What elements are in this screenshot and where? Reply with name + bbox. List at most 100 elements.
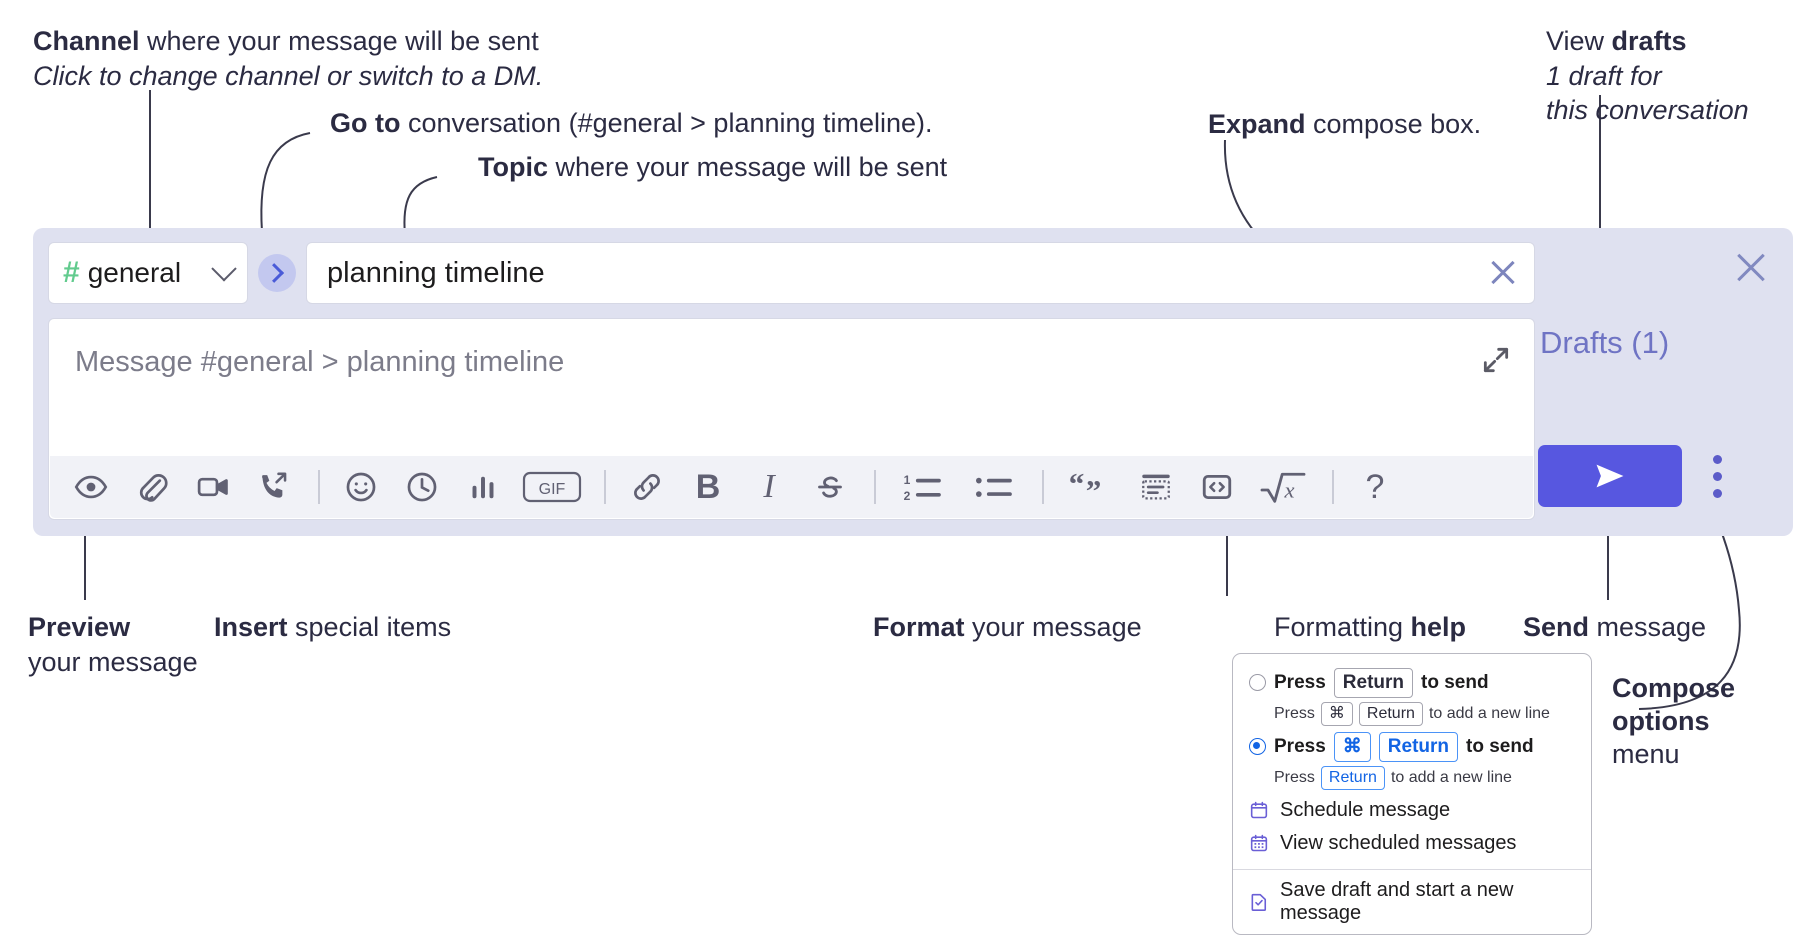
annotation-goto-bold: Go to (330, 108, 401, 138)
key-chip: Return (1358, 701, 1423, 726)
panel-close-icon[interactable] (1733, 250, 1769, 286)
annotation-channel-italic: Click to change channel or switch to a D… (33, 60, 544, 91)
menu-item-schedule-message[interactable]: Schedule message (1233, 794, 1591, 827)
annotation-format-rest: your message (964, 612, 1142, 642)
annotation-compose-options-l3: menu (1612, 738, 1680, 769)
annotation-preview-bold: Preview (28, 612, 131, 642)
ordered-list-icon[interactable]: 1 2 (894, 464, 950, 510)
attachment-icon[interactable] (129, 464, 175, 510)
annotation-channel-bold: Channel (33, 26, 140, 56)
compose-panel: # general planning timeline Message #gen… (33, 228, 1793, 536)
link-icon[interactable] (624, 464, 670, 510)
svg-text:“: “ (1069, 470, 1085, 501)
annotation-topic: Topic where your message will be sent (478, 150, 947, 185)
menu-item-view-scheduled-messages[interactable]: View scheduled messages (1233, 827, 1591, 860)
key-chip: Return (1378, 731, 1459, 762)
channel-name-label: general (87, 257, 182, 288)
formatting-toolbar: GIF B I (50, 456, 1533, 518)
annotation-compose-options-l2: options (1612, 705, 1710, 736)
annotation-expand-rest: compose box. (1305, 109, 1482, 139)
gif-icon[interactable]: GIF (521, 464, 583, 510)
emoji-icon[interactable] (338, 464, 384, 510)
annotation-channel-rest: where your message will be sent (139, 26, 539, 56)
annotation-expand: Expand compose box. (1208, 107, 1481, 142)
clock-icon[interactable] (399, 464, 445, 510)
radio-button[interactable] (1249, 674, 1266, 692)
bulleted-list-icon[interactable] (965, 464, 1021, 510)
annotation-drafts-italic-2: this conversation (1546, 95, 1749, 126)
kebab-dot (1712, 455, 1722, 464)
hint-text: Press (1274, 704, 1315, 722)
option-text: to send (1466, 735, 1534, 757)
annotation-insert: Insert special items (214, 610, 451, 645)
key-chip: ⌘ (1320, 701, 1353, 726)
menu-item-save-draft-and-start-a-new-message[interactable]: Save draft and start a new message (1233, 874, 1591, 930)
topic-input[interactable]: planning timeline (327, 256, 545, 289)
annotation-preview-line2: your message (28, 646, 198, 677)
bar-chart-icon[interactable] (460, 464, 506, 510)
help-icon[interactable]: ? (1352, 464, 1398, 510)
help-label: ? (1365, 468, 1385, 506)
strikethrough-icon[interactable] (807, 464, 853, 510)
annotation-drafts-normal: View (1546, 26, 1612, 56)
svg-text:2: 2 (904, 489, 911, 503)
option-text: to send (1421, 671, 1489, 693)
annotation-send-rest: message (1589, 612, 1707, 642)
code-block-icon[interactable] (1133, 464, 1179, 510)
send-button[interactable] (1538, 445, 1682, 507)
annotation-drafts: View drafts 1 draft for this conversatio… (1546, 24, 1749, 128)
expand-icon[interactable] (1480, 344, 1512, 376)
bold-icon[interactable]: B (685, 464, 731, 510)
annotation-format-bold: Format (873, 612, 965, 642)
preview-icon[interactable] (68, 464, 114, 510)
annotation-insert-bold: Insert (214, 612, 288, 642)
annotation-channel: Channel where your message will be sent … (33, 24, 543, 93)
annotation-compose-options-l1: Compose (1612, 673, 1736, 703)
message-input-placeholder[interactable]: Message #general > planning timeline (75, 346, 565, 378)
svg-text:”: ” (1086, 473, 1102, 504)
blockquote-icon[interactable]: “ ” (1062, 464, 1118, 510)
svg-text:x: x (1284, 478, 1295, 503)
italic-icon[interactable]: I (746, 464, 792, 510)
hint-text: to add a new line (1390, 768, 1512, 786)
channel-picker[interactable]: # general (48, 242, 248, 304)
toolbar-separator (874, 470, 876, 504)
video-icon[interactable] (190, 464, 236, 510)
annotation-send-bold: Send (1523, 612, 1590, 642)
menu-item-label: View scheduled messages (1280, 831, 1517, 854)
compose-options-button[interactable] (1710, 455, 1724, 499)
topic-field[interactable]: planning timeline (306, 242, 1535, 304)
goto-conversation-button[interactable] (258, 254, 296, 292)
message-box[interactable]: Message #general > planning timeline (48, 318, 1535, 520)
annotation-expand-bold: Expand (1208, 109, 1306, 139)
calendar-grid-icon (1249, 833, 1269, 853)
annotation-format: Format your message (873, 610, 1142, 645)
kebab-dot (1712, 472, 1722, 481)
radio-button[interactable] (1249, 738, 1266, 756)
annotation-goto-rest: conversation (#general > planning timeli… (400, 108, 933, 138)
menu-item-label: Save draft and start a new message (1280, 878, 1514, 924)
phone-forward-icon[interactable] (251, 464, 297, 510)
svg-text:GIF: GIF (539, 481, 566, 498)
annotation-topic-bold: Topic (478, 152, 548, 182)
annotation-insert-rest: special items (287, 612, 452, 642)
svg-text:1: 1 (904, 473, 911, 487)
annotation-help: Formatting help (1274, 610, 1466, 645)
hint-text: Press (1274, 768, 1315, 786)
menu-item-label: Schedule message (1280, 798, 1451, 821)
code-icon[interactable] (1194, 464, 1240, 510)
topic-clear-icon[interactable] (1486, 256, 1520, 290)
annotation-help-normal: Formatting (1274, 612, 1411, 642)
send-icon (1596, 464, 1624, 488)
annotation-drafts-italic-1: 1 draft for (1546, 60, 1662, 91)
math-icon[interactable]: x (1255, 464, 1311, 510)
toolbar-separator (1042, 470, 1044, 504)
annotation-help-bold: help (1410, 612, 1467, 642)
drafts-link[interactable]: Drafts (1) (1540, 325, 1670, 360)
